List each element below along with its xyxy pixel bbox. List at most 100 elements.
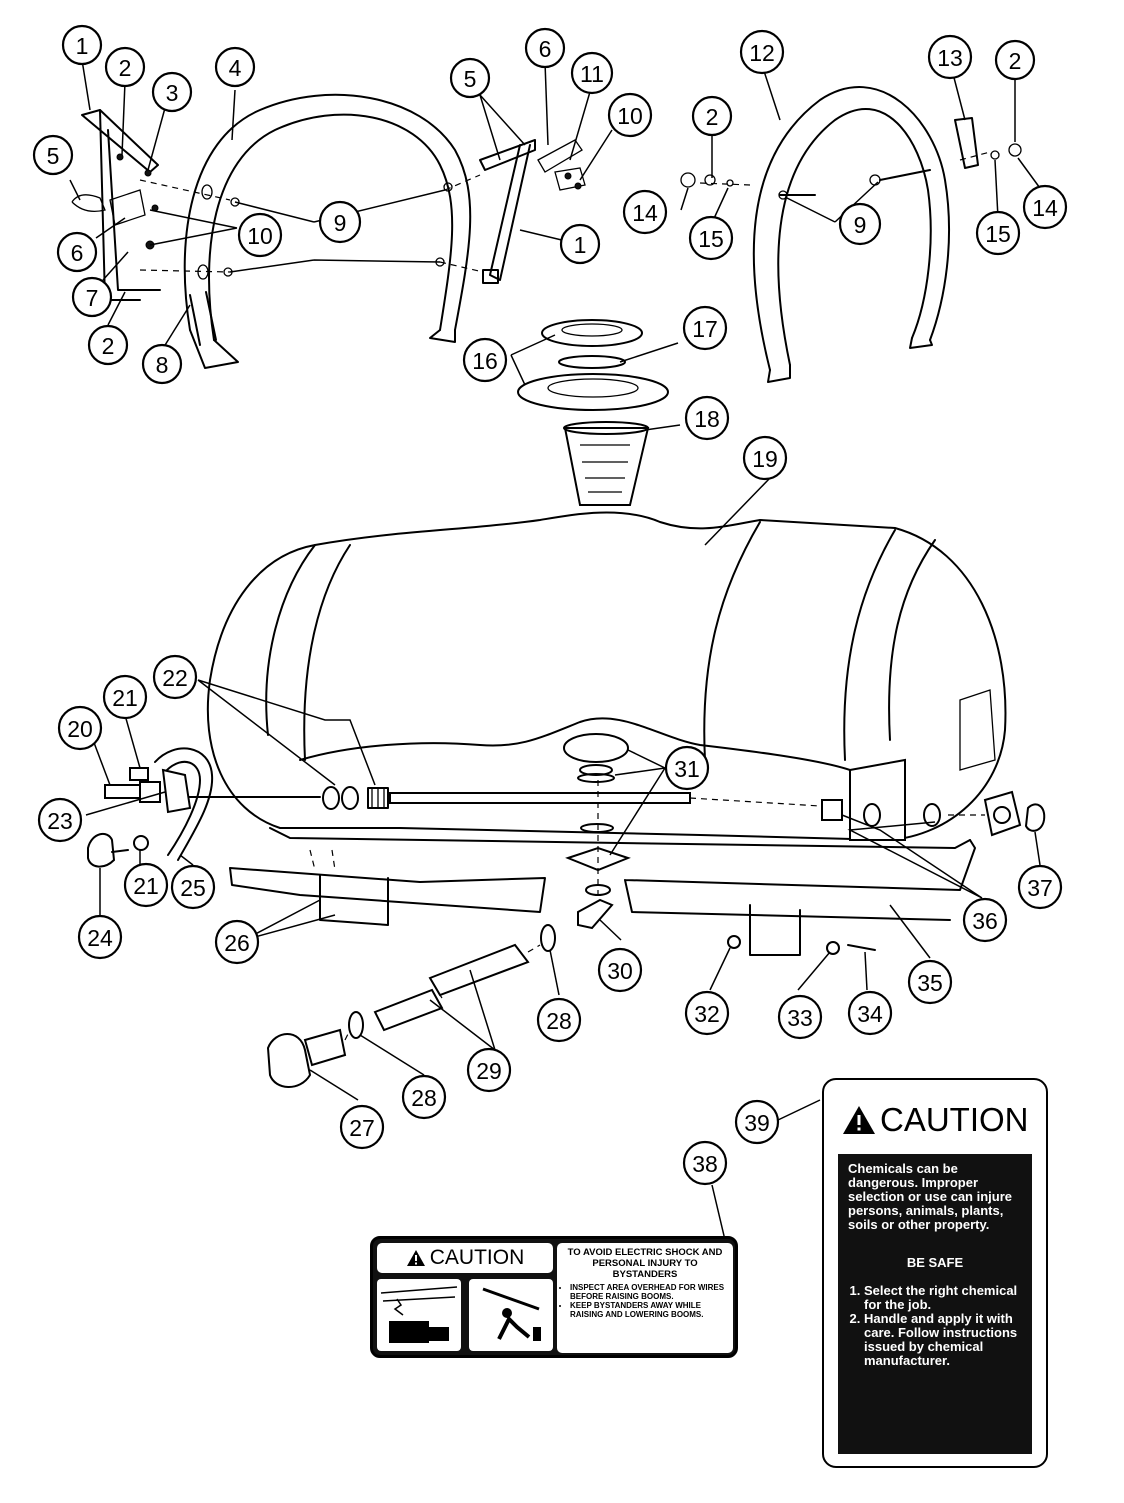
svg-text:24: 24: [87, 925, 113, 951]
svg-text:7: 7: [86, 285, 99, 311]
warning-triangle-icon: [843, 1106, 875, 1134]
callout-33: 33: [777, 994, 823, 1040]
callout-18: 18: [684, 395, 730, 441]
svg-text:16: 16: [472, 348, 498, 374]
left-tank-strap: [183, 93, 472, 369]
svg-text:26: 26: [224, 930, 250, 956]
warning-triangle-icon: [406, 1250, 425, 1266]
svg-text:9: 9: [334, 210, 347, 236]
callout-9: 9: [318, 200, 362, 244]
svg-text:15: 15: [985, 221, 1011, 247]
svg-text:10: 10: [247, 223, 273, 249]
callout-37: 37: [1017, 864, 1063, 910]
svg-text:8: 8: [156, 352, 169, 378]
svg-text:1: 1: [76, 33, 89, 59]
svg-text:31: 31: [674, 756, 700, 782]
svg-text:21: 21: [112, 685, 138, 711]
decal-38-item: INSPECT AREA OVERHEAD FOR WIRES BEFORE R…: [570, 1283, 730, 1301]
svg-text:11: 11: [580, 61, 604, 87]
svg-text:30: 30: [607, 958, 633, 984]
svg-text:2: 2: [1009, 48, 1022, 74]
svg-text:9: 9: [854, 212, 867, 238]
callout-2: 2: [87, 324, 129, 366]
tank-lid-assembly: [517, 319, 669, 411]
decal-39-subheading: BE SAFE: [906, 1255, 964, 1270]
callout-24: 24: [77, 914, 123, 960]
callout-28: 28: [401, 1074, 447, 1120]
callout-16: 16: [462, 337, 508, 383]
svg-text:25: 25: [180, 875, 206, 901]
svg-text:23: 23: [47, 808, 73, 834]
svg-text:4: 4: [229, 55, 242, 81]
callout-22: 22: [152, 654, 198, 700]
caution-decal-chemicals: CAUTION Chemicals can be dangerous. Impr…: [822, 1078, 1048, 1468]
center-strap-bracket: [435, 139, 586, 284]
svg-text:3: 3: [166, 80, 179, 106]
callout-2: 2: [691, 95, 733, 137]
svg-text:20: 20: [67, 716, 93, 742]
svg-text:10: 10: [617, 103, 643, 129]
callout-2: 2: [104, 46, 146, 88]
power-line-pictogram-icon: [377, 1279, 461, 1351]
callout-10: 10: [607, 92, 653, 138]
decal-39-step: Select the right chemical for the job.: [864, 1284, 1022, 1312]
tank-frame: [229, 839, 976, 956]
callout-14: 14: [1022, 184, 1068, 230]
svg-text:15: 15: [698, 226, 724, 252]
callout-28: 28: [536, 997, 582, 1043]
left-strap-bracket: [71, 109, 161, 301]
svg-text:28: 28: [546, 1008, 572, 1034]
callout-9: 9: [838, 202, 882, 246]
right-tank-strap: [680, 86, 1022, 383]
callout-30: 30: [597, 947, 643, 993]
svg-text:6: 6: [539, 36, 552, 62]
callout-10: 10: [237, 212, 283, 258]
callout-8: 8: [141, 343, 183, 385]
callout-17: 17: [682, 305, 728, 351]
svg-text:28: 28: [411, 1085, 437, 1111]
svg-text:14: 14: [1032, 195, 1058, 221]
callout-1: 1: [61, 24, 103, 66]
decal-38-left-panel: CAUTION: [377, 1243, 553, 1353]
callout-3: 3: [151, 71, 193, 113]
callout-7: 7: [71, 276, 113, 318]
callout-15: 15: [688, 215, 734, 261]
caution-decal-electric-shock: CAUTION TO AVOID ELECTRIC SHOCK AND PERS…: [370, 1236, 738, 1358]
svg-text:38: 38: [692, 1151, 718, 1177]
svg-text:2: 2: [706, 104, 719, 130]
callout-26: 26: [214, 919, 260, 965]
decal-38-heading: CAUTION: [377, 1243, 553, 1273]
left-fittings: [87, 747, 214, 868]
callout-31: 31: [664, 745, 710, 791]
callout-6: 6: [56, 231, 98, 273]
callout-1: 1: [559, 223, 601, 265]
callout-15: 15: [975, 210, 1021, 256]
svg-text:6: 6: [71, 240, 84, 266]
callout-20: 20: [57, 705, 103, 751]
callout-25: 25: [170, 864, 216, 910]
svg-text:21: 21: [133, 873, 159, 899]
callout-13: 13: [927, 34, 973, 80]
callout-2: 2: [994, 39, 1036, 81]
svg-text:36: 36: [972, 908, 998, 934]
svg-text:5: 5: [464, 66, 477, 92]
sump-cover: [563, 733, 631, 930]
svg-text:37: 37: [1027, 875, 1053, 901]
svg-text:5: 5: [47, 143, 60, 169]
callout-12: 12: [739, 29, 785, 75]
svg-text:27: 27: [349, 1115, 375, 1141]
callout-14: 14: [622, 189, 668, 235]
spray-tank: [206, 511, 1007, 849]
svg-text:39: 39: [744, 1110, 770, 1136]
svg-text:2: 2: [119, 55, 132, 81]
bystander-pictogram-icon: [469, 1279, 553, 1351]
agitator-tube: [184, 787, 843, 821]
svg-text:1: 1: [574, 232, 587, 258]
left-hardware: [139, 179, 240, 346]
svg-text:12: 12: [749, 40, 775, 66]
svg-text:22: 22: [162, 665, 188, 691]
decal-39-step: Handle and apply it with care. Follow in…: [864, 1312, 1022, 1368]
svg-text:19: 19: [752, 446, 778, 472]
svg-text:18: 18: [694, 406, 720, 432]
